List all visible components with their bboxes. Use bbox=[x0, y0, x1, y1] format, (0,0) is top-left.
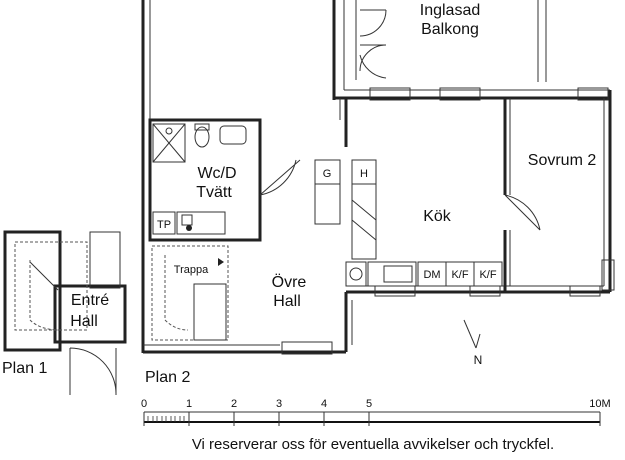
entre-label-2: Hall bbox=[70, 313, 98, 330]
scale-tick-10m: 10M bbox=[589, 398, 610, 410]
ovre-hall-label-2: Hall bbox=[273, 293, 301, 310]
balkong-label-2: Balkong bbox=[421, 21, 479, 38]
ovre-hall-label-1: Övre bbox=[272, 273, 307, 291]
scale-tick-4: 4 bbox=[321, 398, 327, 410]
kok-label: Kök bbox=[423, 208, 452, 225]
scale-tick-0: 0 bbox=[141, 398, 147, 410]
north-label: N bbox=[474, 353, 483, 367]
fixture-dm-label: DM bbox=[423, 269, 440, 281]
compass-arrow bbox=[463, 319, 481, 349]
scale-tick-2: 2 bbox=[231, 398, 237, 410]
plan1-entrance bbox=[3, 230, 127, 396]
fixture-kf1-label: K/F bbox=[451, 269, 468, 281]
kitchen bbox=[314, 159, 541, 287]
scale-bar bbox=[143, 411, 601, 426]
fixture-g-label: G bbox=[323, 168, 332, 180]
trappa-label: Trappa bbox=[174, 264, 209, 276]
wc-room bbox=[148, 118, 301, 242]
trappa bbox=[151, 245, 229, 341]
sovrum-label: Sovrum 2 bbox=[528, 152, 597, 169]
fixture-tp-label: TP bbox=[157, 219, 171, 231]
scale-tick-3: 3 bbox=[276, 398, 282, 410]
wc-label-1: Wc/D bbox=[197, 165, 236, 182]
fixture-h-label: H bbox=[360, 168, 368, 180]
balkong-label-1: Inglasad bbox=[420, 2, 481, 19]
wc-label-2: Tvätt bbox=[196, 184, 232, 201]
fixture-kf2-label: K/F bbox=[479, 269, 496, 281]
entre-label-1: Entré bbox=[71, 292, 109, 309]
scale-tick-1: 1 bbox=[186, 398, 192, 410]
plan1-label: Plan 1 bbox=[2, 360, 47, 377]
scale-tick-5: 5 bbox=[366, 398, 372, 410]
plan2-label: Plan 2 bbox=[145, 369, 190, 386]
disclaimer-text: Vi reserverar oss för eventuella avvikel… bbox=[192, 436, 554, 453]
